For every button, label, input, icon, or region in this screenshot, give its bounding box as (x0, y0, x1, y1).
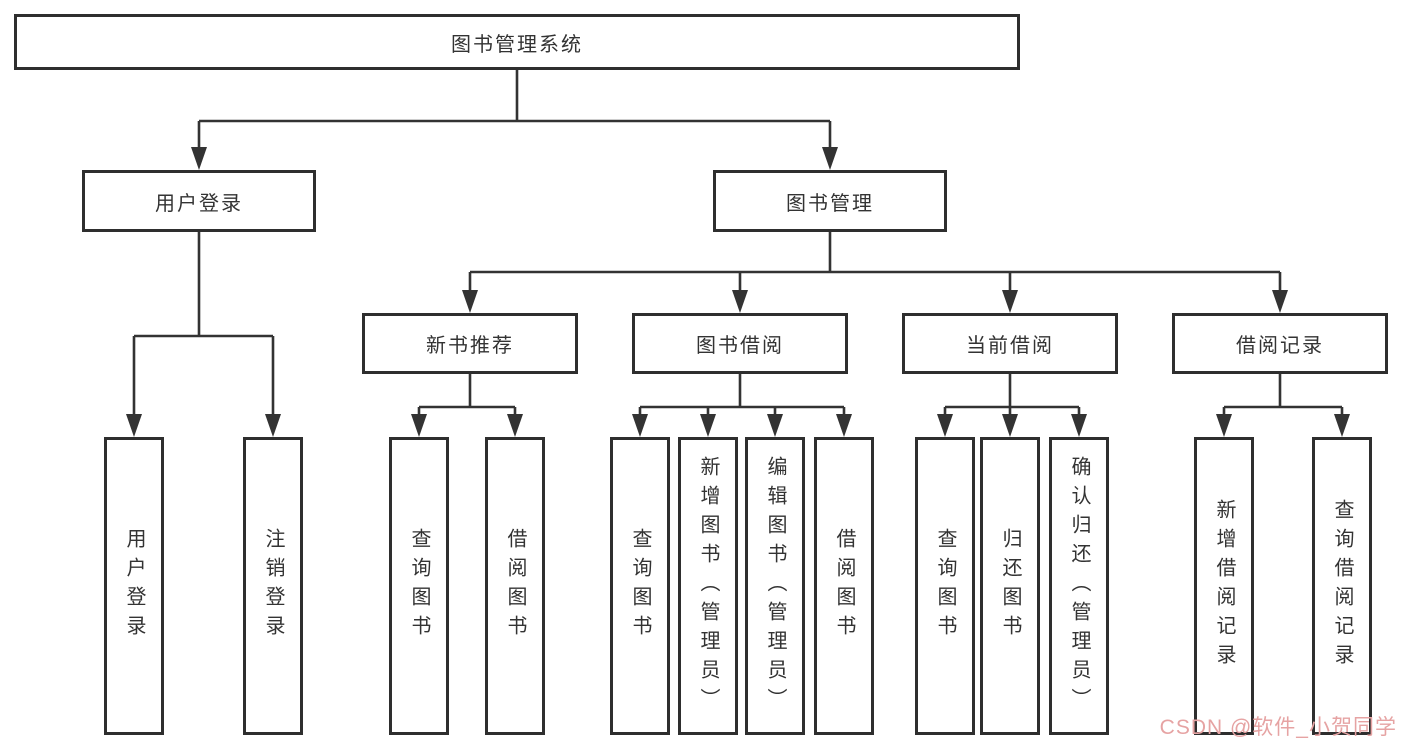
node-add-books-admin: 新增图书（管理员） (678, 437, 738, 735)
node-label: 新书推荐 (426, 335, 514, 357)
node-query-books-1: 查询图书 (389, 437, 449, 735)
node-confirm-return-admin: 确认归还（管理员） (1049, 437, 1109, 735)
node-label: 图书借阅 (696, 335, 784, 357)
node-label: 图书管理 (786, 192, 874, 215)
node-label: 用户登录 (155, 192, 243, 215)
node-label: 当前借阅 (966, 335, 1054, 357)
node-return-books: 归还图书 (980, 437, 1040, 735)
node-borrow-books-2: 借阅图书 (814, 437, 874, 735)
node-label: 归还图书 (999, 528, 1021, 644)
node-label: 注销登录 (262, 528, 284, 644)
node-label: 查询借阅记录 (1331, 499, 1353, 673)
node-current-borrow: 当前借阅 (902, 313, 1118, 374)
node-new-book-recommend: 新书推荐 (362, 313, 578, 374)
node-user-login-leaf: 用户登录 (104, 437, 164, 735)
node-label: 借阅图书 (504, 528, 526, 644)
node-library-system-root: 图书管理系统 (14, 14, 1020, 70)
node-label: 用户登录 (123, 528, 145, 644)
node-logout: 注销登录 (243, 437, 303, 735)
node-label: 新增借阅记录 (1213, 499, 1235, 673)
node-query-books-3: 查询图书 (915, 437, 975, 735)
node-user-login: 用户登录 (82, 170, 316, 232)
node-label: 借阅记录 (1236, 335, 1324, 357)
watermark: CSDN @软件_小贺同学 (1159, 716, 1397, 739)
node-label: 新增图书（管理员） (697, 455, 719, 717)
node-label: 编辑图书（管理员） (764, 455, 786, 717)
node-borrow-books-1: 借阅图书 (485, 437, 545, 735)
node-query-books-2: 查询图书 (610, 437, 670, 735)
node-query-borrow-record: 查询借阅记录 (1312, 437, 1372, 735)
node-label: 查询图书 (408, 528, 430, 644)
node-borrow-records: 借阅记录 (1172, 313, 1388, 374)
node-label: 查询图书 (629, 528, 651, 644)
node-book-borrow: 图书借阅 (632, 313, 848, 374)
node-label: 查询图书 (934, 528, 956, 644)
node-label: 借阅图书 (833, 528, 855, 644)
node-label: 图书管理系统 (451, 33, 583, 56)
node-label: 确认归还（管理员） (1068, 455, 1090, 717)
node-edit-books-admin: 编辑图书（管理员） (745, 437, 805, 735)
node-book-management: 图书管理 (713, 170, 947, 232)
node-add-borrow-record: 新增借阅记录 (1194, 437, 1254, 735)
